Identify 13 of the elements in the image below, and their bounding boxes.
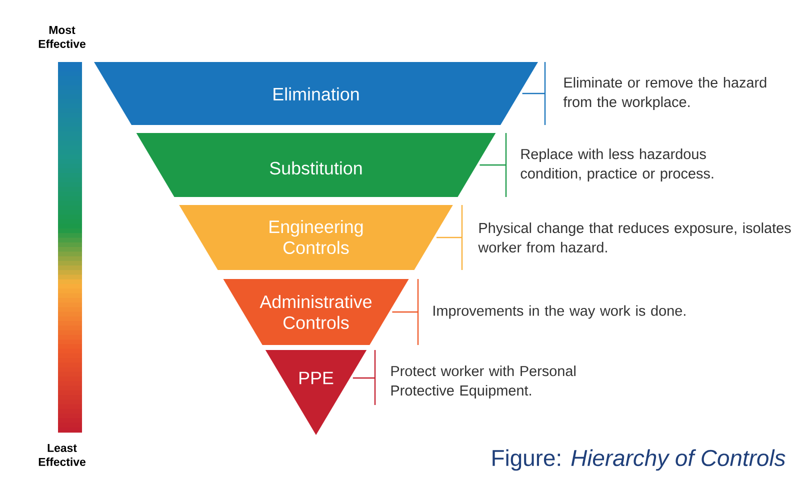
hierarchy-band: Substitution — [136, 133, 496, 197]
description-text: Replace with less hazardous condition, practice or process. — [520, 148, 714, 182]
scale-label: Least Effective — [38, 444, 86, 466]
caption: Figure: Hierarchy of Controls — [492, 449, 786, 471]
description-text: Eliminate or remove the hazard from the workplace. — [563, 77, 766, 110]
hierarchy-band: PPE — [265, 350, 367, 435]
description-text: Physical change that reduces exposure, isolates worker from hazard. — [478, 222, 791, 252]
hierarchy-band: Engineering Controls — [179, 205, 453, 270]
scale-label: Most Effective — [38, 26, 86, 48]
description-text: Protect worker with Personal Protective Equipment. — [391, 366, 576, 398]
hierarchy-band: Administrative Controls — [223, 279, 409, 345]
hierarchy-band: Elimination — [94, 62, 538, 125]
description-text: Improvements in the way work is done. — [434, 305, 686, 319]
